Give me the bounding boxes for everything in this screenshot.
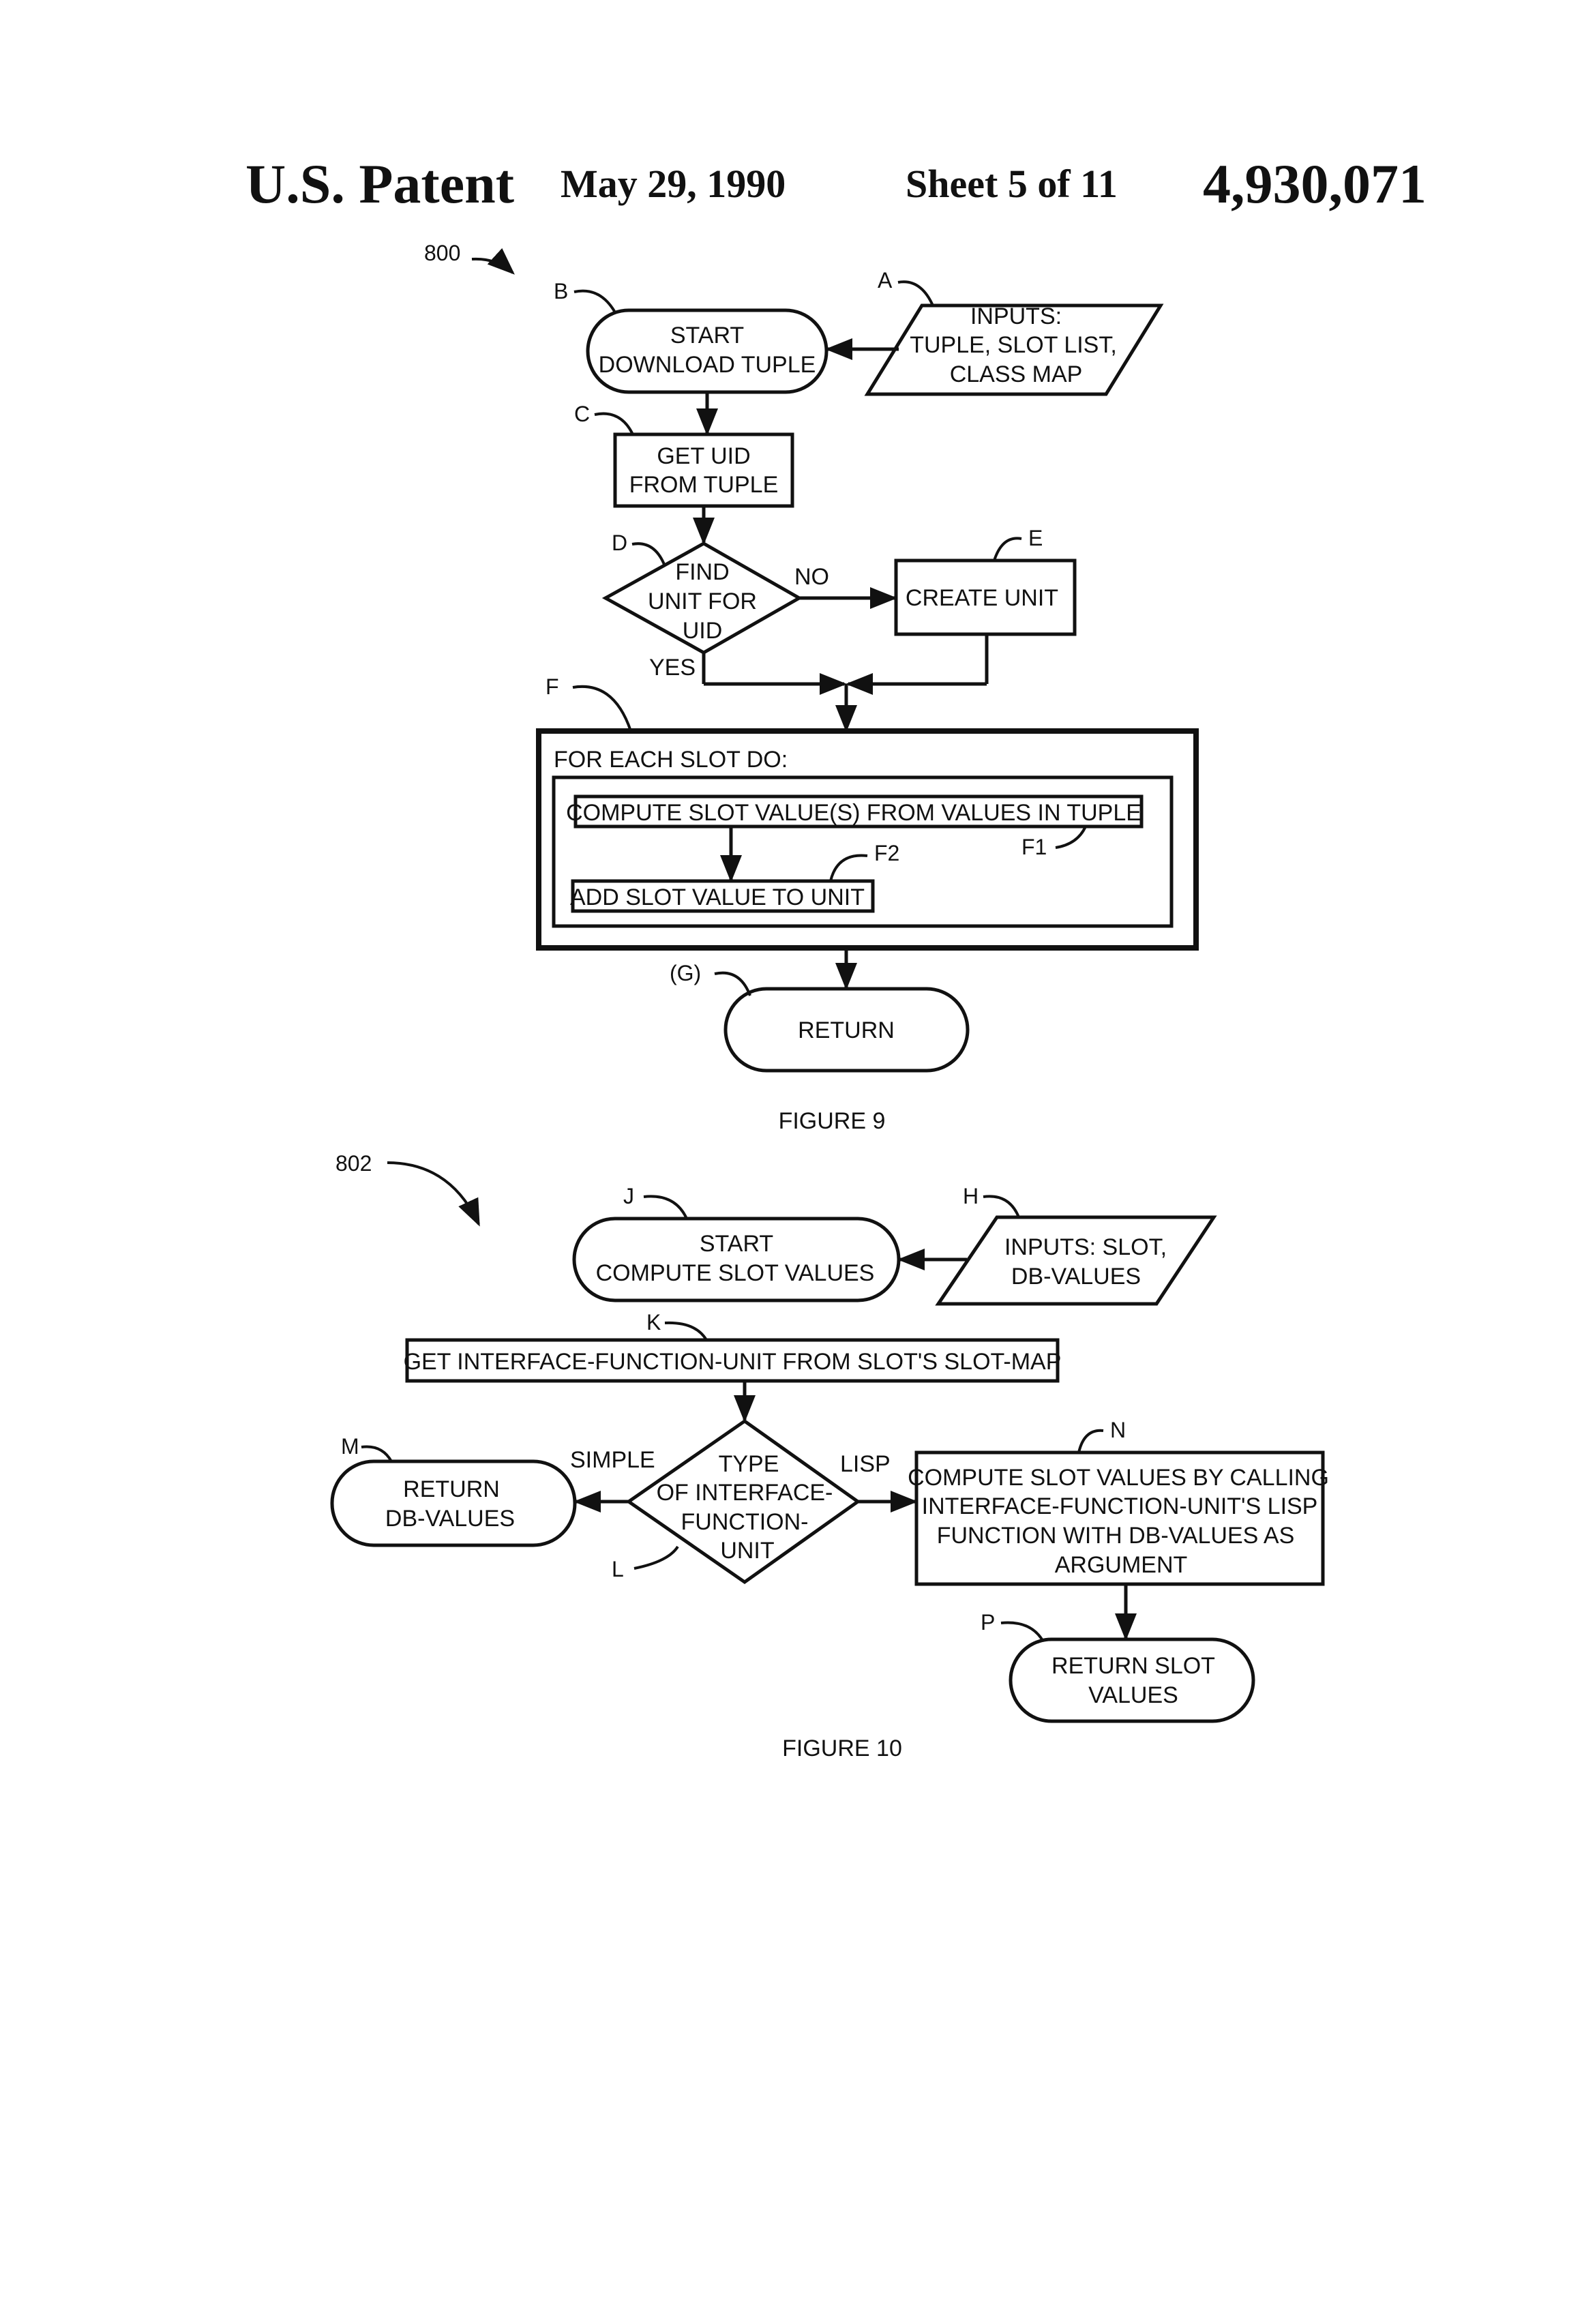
figure-9: 800 START DOWNLOAD TUPLE B INPUTS: TUPLE… — [424, 241, 1196, 1134]
inputs-slot-line1: INPUTS: SLOT, — [1004, 1234, 1167, 1260]
get-uid-line2: FROM TUPLE — [629, 472, 779, 498]
lisp-branch-label: LISP — [840, 1451, 891, 1477]
fig9-ref-number: 800 — [424, 241, 460, 265]
inputs-line3: CLASS MAP — [950, 361, 1083, 387]
label-l: L — [612, 1557, 624, 1581]
compute-slot-text: COMPUTE SLOT VALUE(S) FROM VALUES IN TUP… — [566, 800, 1141, 826]
label-c-leader — [595, 414, 633, 434]
label-k-leader — [665, 1323, 706, 1340]
return-slot-line1: RETURN SLOT — [1051, 1653, 1215, 1679]
inputs-slot-line2: DB-VALUES — [1011, 1264, 1141, 1290]
fig10-ref-arrow — [387, 1163, 479, 1224]
type-line1: TYPE — [719, 1451, 779, 1477]
label-n: N — [1110, 1418, 1126, 1442]
start-compute-line2: COMPUTE SLOT VALUES — [596, 1260, 875, 1286]
label-n-leader — [1079, 1431, 1103, 1452]
inputs-line1: INPUTS: — [970, 303, 1062, 329]
label-a-leader — [898, 282, 933, 306]
label-k: K — [646, 1310, 661, 1335]
add-slot-text: ADD SLOT VALUE TO UNIT — [570, 884, 865, 910]
figure-9-caption: FIGURE 9 — [779, 1108, 886, 1134]
label-m: M — [341, 1434, 359, 1459]
compute-lisp-line3: FUNCTION WITH DB-VALUES AS — [937, 1523, 1295, 1549]
label-d-leader — [632, 543, 665, 566]
label-e: E — [1028, 526, 1043, 550]
label-j-leader — [644, 1196, 687, 1219]
label-b-leader — [574, 291, 615, 312]
find-unit-line3: UID — [683, 618, 723, 644]
compute-lisp-line4: ARGUMENT — [1055, 1552, 1188, 1578]
label-f2: F2 — [874, 841, 899, 865]
label-h-leader — [983, 1196, 1019, 1217]
find-unit-line1: FIND — [675, 559, 729, 585]
label-h: H — [963, 1184, 979, 1208]
start-compute-line1: START — [700, 1231, 773, 1257]
no-branch-label: NO — [794, 564, 829, 590]
type-line3: FUNCTION- — [681, 1509, 809, 1535]
label-g: (G) — [670, 961, 701, 985]
loop-title: FOR EACH SLOT DO: — [554, 747, 788, 773]
return-text: RETURN — [798, 1017, 895, 1043]
return-slot-line2: VALUES — [1088, 1682, 1178, 1708]
simple-branch-label: SIMPLE — [570, 1447, 655, 1473]
label-g-leader — [715, 973, 750, 996]
figure-10-caption: FIGURE 10 — [782, 1735, 902, 1761]
label-d: D — [612, 531, 627, 555]
fig10-ref-number: 802 — [335, 1151, 372, 1176]
label-b: B — [554, 279, 568, 303]
find-unit-line2: UNIT FOR — [648, 589, 757, 614]
label-f-leader — [573, 687, 631, 731]
start-download-line1: START — [670, 323, 744, 348]
return-slot-values-terminal — [1011, 1639, 1253, 1721]
get-interface-text: GET INTERFACE-FUNCTION-UNIT FROM SLOT'S … — [404, 1349, 1062, 1375]
return-db-line2: DB-VALUES — [385, 1506, 515, 1532]
fig9-ref-arrow — [472, 259, 513, 273]
return-db-line1: RETURN — [403, 1476, 500, 1502]
yes-branch-label: YES — [649, 655, 696, 681]
get-uid-line1: GET UID — [657, 443, 750, 469]
compute-lisp-line1: COMPUTE SLOT VALUES BY CALLING — [908, 1465, 1329, 1491]
label-a: A — [878, 268, 893, 293]
label-j: J — [623, 1184, 634, 1208]
label-f1: F1 — [1021, 835, 1047, 859]
label-l-leader — [634, 1547, 678, 1568]
create-unit-text: CREATE UNIT — [906, 585, 1058, 611]
type-line2: OF INTERFACE- — [657, 1480, 833, 1506]
return-db-values-terminal — [332, 1461, 575, 1545]
label-m-leader — [361, 1446, 391, 1461]
label-p: P — [981, 1610, 995, 1635]
label-f: F — [546, 674, 559, 699]
label-p-leader — [1001, 1623, 1042, 1640]
label-c: C — [574, 402, 590, 426]
label-e-leader — [994, 538, 1021, 561]
figure-10: 802 START COMPUTE SLOT VALUES J INPUTS: … — [332, 1151, 1329, 1761]
inputs-line2: TUPLE, SLOT LIST, — [910, 332, 1117, 358]
type-line4: UNIT — [720, 1538, 774, 1564]
start-download-line2: DOWNLOAD TUPLE — [599, 352, 816, 378]
inputs-slot-dbvalues — [938, 1217, 1214, 1304]
compute-lisp-line2: INTERFACE-FUNCTION-UNIT'S LISP — [922, 1493, 1318, 1519]
